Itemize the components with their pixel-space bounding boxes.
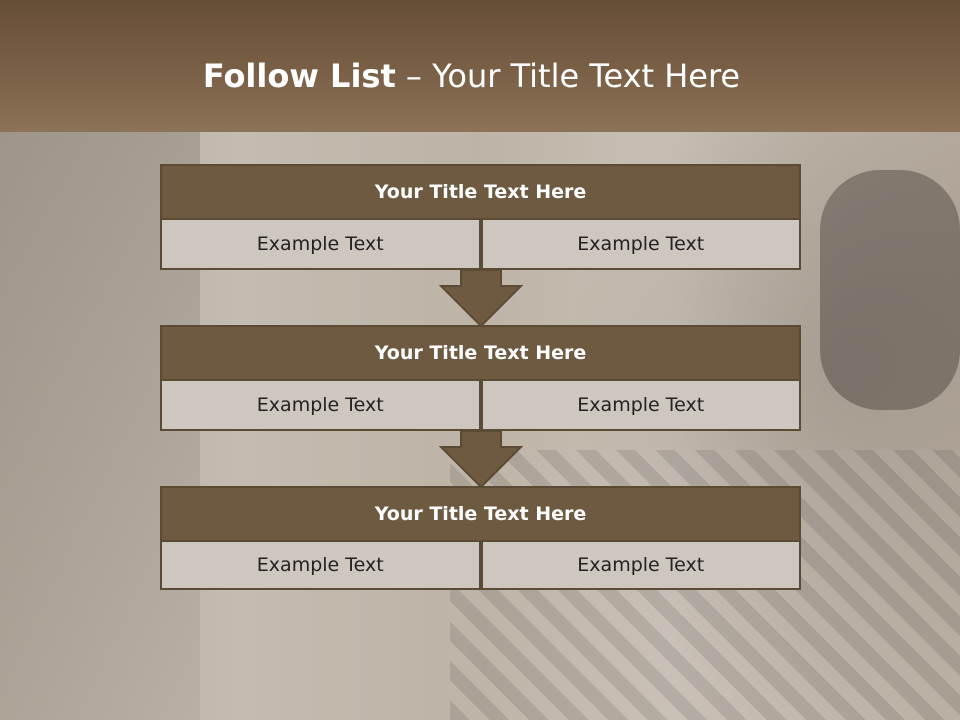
background-headphones <box>820 170 960 410</box>
step-block-2[interactable]: Your Title Text Here Example Text Exampl… <box>160 325 801 431</box>
step-2-left-text: Example Text <box>160 381 481 431</box>
step-row-1: Example Text Example Text <box>160 220 801 270</box>
title-banner <box>0 0 960 132</box>
slide-title[interactable]: Follow List – Your Title Text Here <box>0 56 943 96</box>
step-title-2: Your Title Text Here <box>160 325 801 381</box>
step-row-3: Example Text Example Text <box>160 542 801 590</box>
title-rest: – Your Title Text Here <box>395 57 741 95</box>
step-title-3: Your Title Text Here <box>160 486 801 542</box>
step-title-1: Your Title Text Here <box>160 164 801 220</box>
step-1-right-text: Example Text <box>480 220 801 270</box>
down-arrow-icon-2 <box>439 431 523 489</box>
step-3-left-text: Example Text <box>160 542 481 590</box>
step-row-2: Example Text Example Text <box>160 381 801 431</box>
step-1-left-text: Example Text <box>160 220 481 270</box>
step-3-right-text: Example Text <box>480 542 801 590</box>
step-2-right-text: Example Text <box>480 381 801 431</box>
step-block-3[interactable]: Your Title Text Here Example Text Exampl… <box>160 486 801 590</box>
step-block-1[interactable]: Your Title Text Here Example Text Exampl… <box>160 164 801 270</box>
down-arrow-icon-1 <box>439 270 523 328</box>
title-bold: Follow List <box>202 57 396 95</box>
